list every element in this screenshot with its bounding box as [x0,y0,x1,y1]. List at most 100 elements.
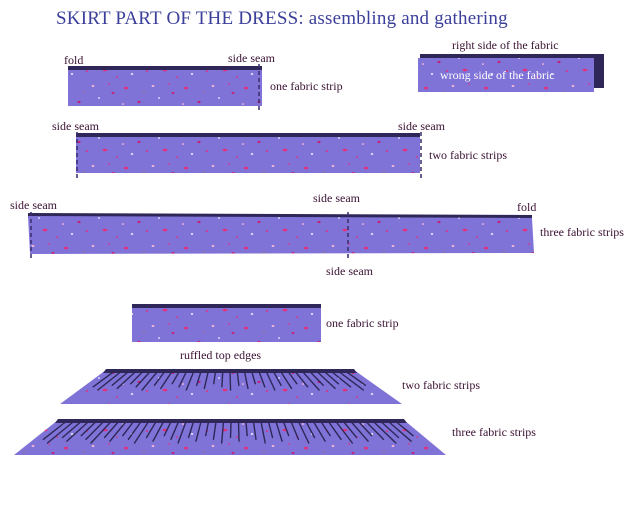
label-side-seam-three-left: side seam [10,198,57,212]
ruffle-fold [42,421,67,441]
ruffle-fold [195,421,202,442]
ruffle-fold [320,421,331,437]
ruffle-fold [178,371,187,388]
label-two-fabric-strips-gathered: two fabric strips [402,378,480,392]
ruffle-fold [221,371,224,388]
page-title: SKIRT PART OF THE DRESS: assembling and … [56,8,508,29]
ruffle-fold [350,421,369,442]
ruffle-fold [111,371,129,386]
ruffle-fold [236,371,240,386]
label-side-seam-two-left: side seam [52,119,99,133]
ruffle-fold [220,421,225,444]
ruffle-fold [335,421,354,444]
ruffle-fold [294,371,309,388]
ruffle-fold [152,421,165,442]
ruffle-fold [290,421,300,441]
ruffle-fold [365,421,385,441]
ruffle-fold [258,371,266,388]
gathered-strip-three-edge [55,419,407,423]
ruffle-fold [170,421,180,441]
ruffle-fold [92,371,114,388]
ruffle-fold [97,371,122,391]
ruffle-fold [85,421,104,441]
strip-one-top [68,64,262,110]
gathered-strip-one [132,304,321,342]
strip-two [76,132,422,180]
ruffle-fold [343,421,358,439]
ruffle-fold [251,371,256,385]
ruffle-fold [282,421,290,437]
ruffle-fold [229,371,232,391]
ruffle-fold [133,421,149,444]
ruffle-fold [388,421,412,442]
ruffle-fold [213,371,217,385]
ruffle-fold [358,421,373,437]
ruffle-fold [265,371,276,391]
gathered-strip-two-edge [103,369,357,373]
ruffle-fold [205,421,210,437]
ruffle-fold [267,421,274,439]
ruffle-fold [297,421,310,444]
label-one-fabric-strip-top: one fabric strip [270,79,343,93]
ruffle-fold [273,371,282,386]
ruffle-fold [135,371,151,388]
ruffle-fold [237,421,240,442]
gathered-strip-three-ruffles [42,421,414,444]
label-fold-top: fold [64,53,84,67]
ruffle-fold [245,421,248,437]
ruffle-fold [203,371,209,390]
ruffle-fold [243,371,249,390]
label-side-seam-three-middle-bottom: side seam [326,264,373,278]
ruffle-fold [328,421,342,441]
ruffle-fold [187,421,195,439]
label-side-seam-top: side seam [228,51,275,65]
ruffle-fold [260,421,266,444]
ruffle-fold [280,371,293,390]
ruffle-fold [302,371,320,391]
ruffle-fold [116,371,136,390]
ruffle-fold [90,421,112,444]
label-three-fabric-strips-gathered: three fabric strips [452,425,536,439]
ruffle-fold [145,421,157,439]
label-right-side-of-fabric: right side of the fabric [452,38,559,52]
fabric-wrong-side [418,58,594,92]
ruffle-fold [127,421,142,441]
label-wrong-side-of-fabric: wrong side of the fabric [440,68,555,82]
gathered-strip-two [60,369,402,404]
ruffle-fold [313,421,326,442]
ruffle-fold [252,421,257,441]
ruffle-fold [103,421,119,439]
fabric-right-side [420,54,604,88]
ruffle-fold [141,371,158,391]
label-one-fabric-strip-gathered: one fabric strip [326,316,399,330]
label-side-seam-three-middle-top: side seam [313,191,360,205]
label-ruffled-top-edges: ruffled top edges [180,348,262,362]
label-two-fabric-strips: two fabric strips [429,148,507,162]
ruffle-fold [324,371,340,385]
ruffle-fold [395,421,414,437]
ruffle-fold [160,371,173,390]
ruffle-fold [46,421,74,444]
gathered-strip-one-body [132,304,321,342]
ruffle-fold [61,421,82,439]
label-three-fabric-strips: three fabric strips [540,225,624,239]
ruffle-fold [309,371,324,386]
ruffle-fold [185,371,195,391]
ruffle-fold [130,371,144,385]
ruffle-fold [380,421,400,439]
ruffle-fold [153,371,166,386]
ruffle-fold [177,421,187,444]
ruffle-fold [80,421,97,437]
ruffle-fold [212,421,217,441]
gathered-strip-two-ruffles [92,371,367,391]
ruffle-fold [195,371,202,386]
ruffle-fold [316,371,336,390]
strip-three-body [28,216,534,254]
ruffle-fold [305,421,316,439]
label-side-seam-two-right: side seam [398,119,445,133]
strip-one-top-edge [68,66,262,70]
gathered-strip-three [14,419,446,455]
ruffle-fold [122,421,134,437]
label-fold-three: fold [517,200,537,214]
